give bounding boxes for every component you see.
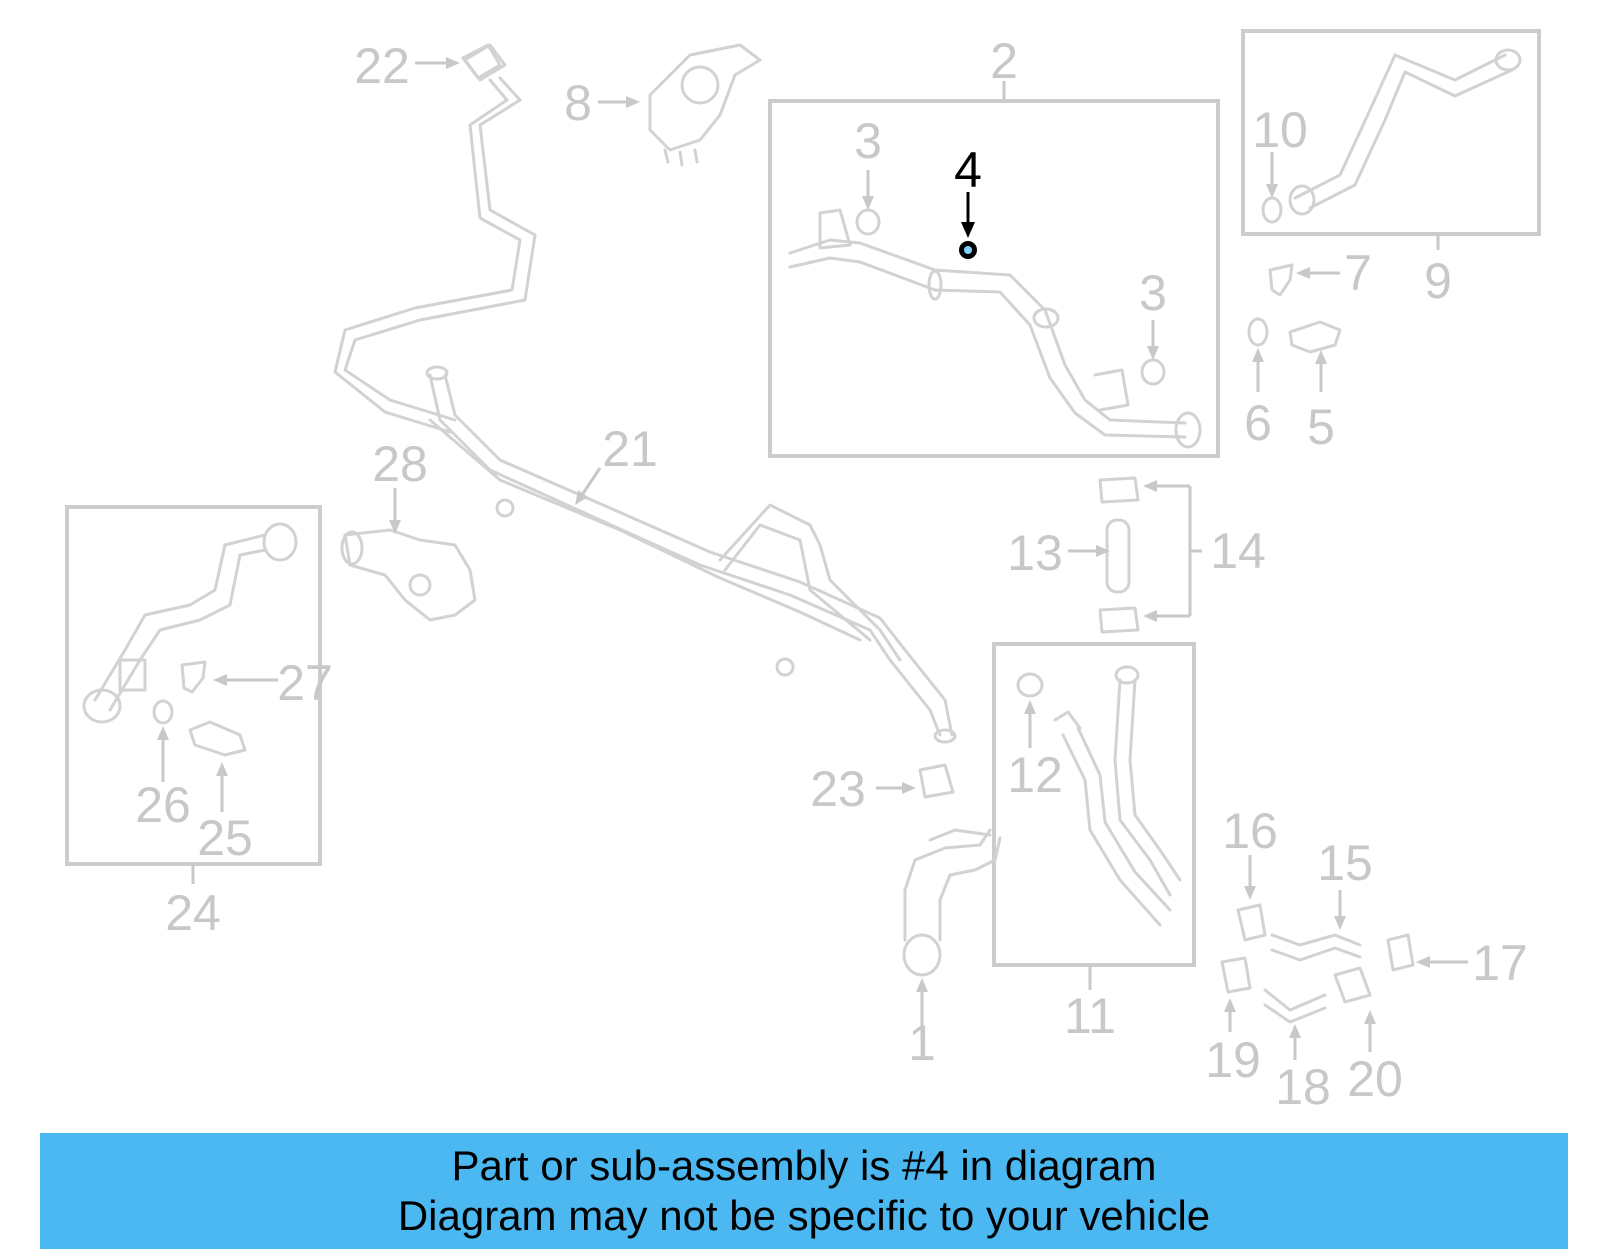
part-24-hose (82, 522, 298, 724)
part-17-clamp (1386, 933, 1415, 972)
callout-14: 14 (1210, 523, 1266, 579)
callout-6: 6 (1244, 395, 1272, 451)
part-3-washer-upper (855, 208, 881, 236)
group-box-9 (1241, 29, 1541, 236)
part-11-pipe (1053, 665, 1182, 927)
callout-7: 7 (1344, 245, 1372, 301)
banner-line-disclaimer: Diagram may not be specific to your vehi… (397, 1192, 1211, 1239)
callout-28: 28 (372, 436, 428, 492)
callout-21: 21 (602, 421, 658, 477)
callout-3-upper: 3 (854, 113, 882, 169)
part-22-hose (333, 43, 537, 434)
callout-20: 20 (1347, 1051, 1403, 1107)
callout-1: 1 (908, 1015, 936, 1071)
callout-9: 9 (1424, 253, 1452, 309)
info-banner: Part or sub-assembly is #4 in diagram Di… (40, 1133, 1568, 1249)
callout-3-lower: 3 (1139, 265, 1167, 321)
part-10-washer (1261, 196, 1283, 224)
callout-27: 27 (277, 655, 333, 711)
callout-10: 10 (1252, 102, 1308, 158)
callout-13: 13 (1007, 525, 1063, 581)
callout-25: 25 (197, 810, 253, 866)
group-box-2 (768, 99, 1220, 458)
banner-line-part: Part or sub-assembly is #4 in diagram (451, 1142, 1157, 1189)
callout-24: 24 (165, 885, 221, 941)
part-6-washer (1247, 317, 1269, 347)
part-1-hose (902, 828, 1002, 977)
part-16-clamp (1236, 903, 1267, 942)
part-22-clamp (461, 43, 502, 80)
part-25-sensor (188, 720, 247, 757)
part-2-coolant-pipe (788, 208, 1202, 449)
part-20-clamp (1333, 966, 1372, 1004)
part-28-water-pump (340, 528, 477, 622)
part-12-washer (1016, 672, 1044, 698)
callout-15: 15 (1317, 835, 1373, 891)
callout-11: 11 (1064, 988, 1116, 1044)
callout-16: 16 (1222, 803, 1278, 859)
callout-26: 26 (135, 777, 191, 833)
leader-arrow-4 (961, 192, 975, 238)
part-9-pipe (1288, 48, 1522, 216)
callout-labels: 1 2 3 3 4 5 6 7 8 9 10 11 12 13 14 15 16… (135, 33, 1528, 1115)
leader-arrows (157, 57, 1468, 1060)
callout-22: 22 (354, 38, 410, 94)
callout-19: 19 (1205, 1032, 1261, 1088)
callout-2: 2 (990, 33, 1018, 89)
part-18-hose (1263, 988, 1327, 1024)
callout-23: 23 (810, 761, 866, 817)
part-8-housing (648, 43, 762, 167)
group-box-11 (992, 642, 1196, 967)
part-27-bracket (180, 660, 207, 694)
part-13-hose (1105, 518, 1131, 594)
part-23-clamp (918, 763, 955, 799)
part-5-sensor (1288, 320, 1342, 354)
part-26-washer (152, 699, 174, 725)
callout-17: 17 (1472, 935, 1528, 991)
part-21-pipe-assembly (425, 365, 957, 744)
part-14-clamp-top (1098, 476, 1140, 504)
callout-12: 12 (1007, 747, 1063, 803)
callout-4: 4 (954, 142, 982, 198)
part-4-seal (959, 241, 977, 259)
callout-8: 8 (564, 75, 592, 131)
part-19-clamp (1220, 956, 1252, 994)
callout-18: 18 (1275, 1059, 1331, 1115)
callout-5: 5 (1307, 399, 1335, 455)
part-7-bracket (1268, 263, 1294, 297)
part-15-hose (1270, 933, 1362, 962)
part-14-clamp-bottom (1098, 606, 1140, 634)
part-3-washer-lower (1140, 358, 1166, 386)
